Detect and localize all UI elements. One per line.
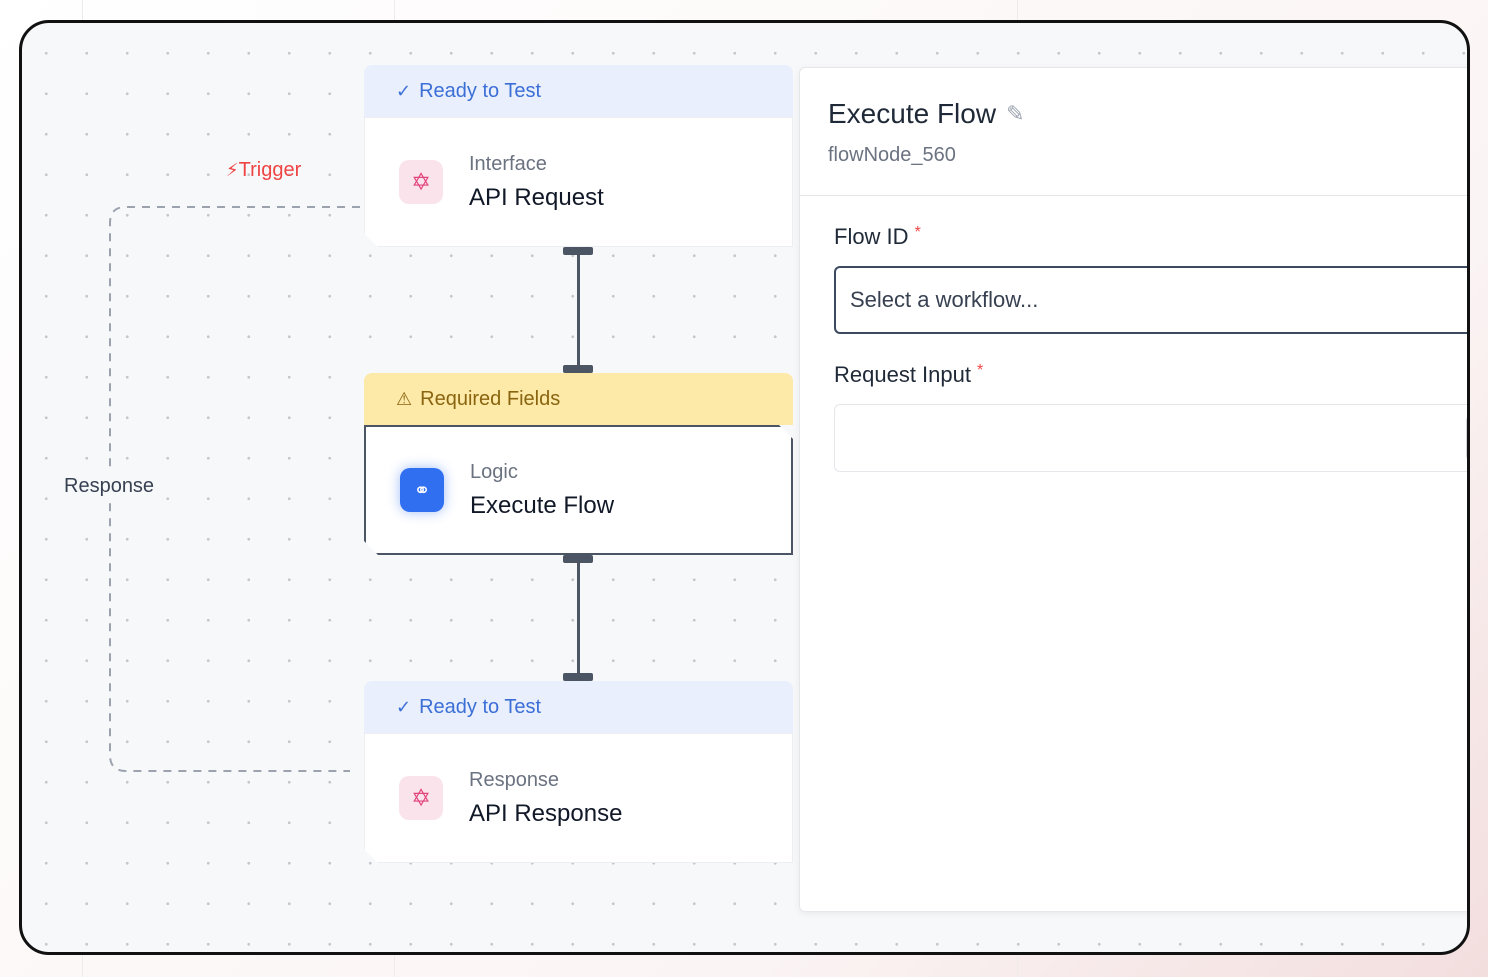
node-status-badge: ⚠ Required Fields <box>364 373 793 425</box>
response-edge-label: Response <box>60 473 159 500</box>
node-handle-bottom[interactable] <box>563 555 593 563</box>
pencil-icon[interactable]: ✎ <box>1006 101 1025 126</box>
node-card[interactable]: ✡ Response API Response <box>364 733 793 863</box>
node-properties-panel: Execute Flow ✎ flowNode_560 Flow ID* Sel… <box>799 67 1467 912</box>
node-handle-top[interactable] <box>563 365 593 373</box>
flow-link-icon: ⚭ <box>400 468 444 512</box>
node-category: Logic <box>470 460 518 483</box>
required-mark: * <box>976 362 984 379</box>
node-category: Response <box>469 768 560 791</box>
node-api-response[interactable]: ✓ Ready to Test ✡ Response API Response <box>364 681 793 863</box>
graphql-icon: ✡ <box>399 776 443 820</box>
warning-icon: ⚠ <box>396 388 413 409</box>
node-handle-bottom[interactable] <box>563 247 593 255</box>
request-input-field[interactable]: E <box>834 404 1467 472</box>
node-category: Interface <box>469 152 547 175</box>
trigger-edge-label: ⚡Trigger <box>226 159 302 181</box>
node-card[interactable]: ✡ Interface API Request <box>364 117 793 247</box>
required-mark: * <box>914 224 921 241</box>
flow-id-select[interactable]: Select a workflow... <box>834 266 1467 334</box>
node-execute-flow[interactable]: ⚠ Required Fields ⚭ Logic Execute Flow <box>364 373 793 555</box>
node-api-request[interactable]: ✓ Ready to Test ✡ Interface API Request <box>364 65 793 247</box>
flow-canvas[interactable]: ⚡Trigger Response ✓ Ready to Test ✡ Inte… <box>19 20 1470 955</box>
node-status-badge: ✓ Ready to Test <box>364 65 793 117</box>
node-status-badge: ✓ Ready to Test <box>364 681 793 733</box>
node-id: flowNode_560 <box>828 144 956 166</box>
node-title: Execute Flow <box>470 491 615 519</box>
node-title: API Response <box>469 799 623 827</box>
panel-header: Execute Flow ✎ flowNode_560 <box>800 68 1467 196</box>
bolt-icon: ⚡ <box>226 160 239 180</box>
edge-flow-to-response <box>577 559 580 677</box>
flow-id-label: Flow ID* <box>834 224 921 249</box>
request-input-button[interactable]: E <box>1466 413 1467 463</box>
panel-title: Execute Flow <box>828 98 997 129</box>
check-icon: ✓ <box>396 696 412 717</box>
node-card-selected[interactable]: ⚭ Logic Execute Flow <box>364 425 793 555</box>
check-icon: ✓ <box>396 80 412 101</box>
node-title: API Request <box>469 183 604 211</box>
graphql-icon: ✡ <box>399 160 443 204</box>
edge-request-to-flow <box>577 251 580 369</box>
request-input-label: Request Input* <box>834 362 984 387</box>
node-handle-top[interactable] <box>563 673 593 681</box>
